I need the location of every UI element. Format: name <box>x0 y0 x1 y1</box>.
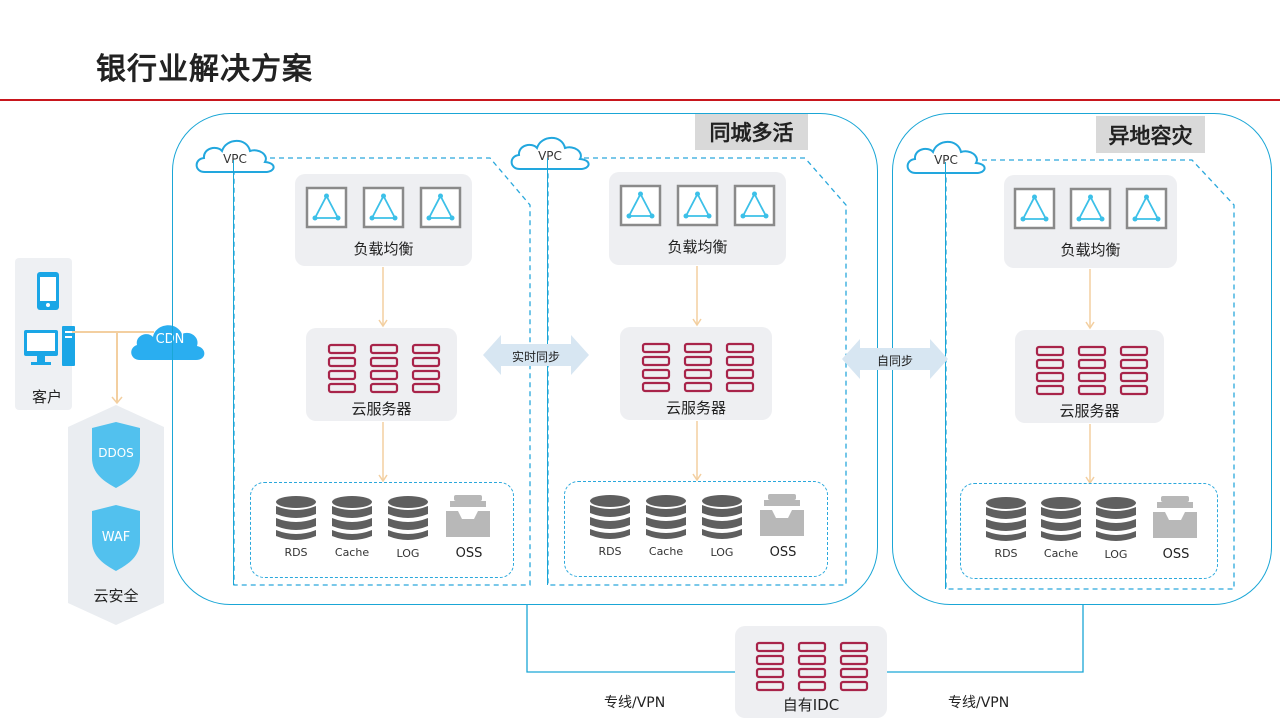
client-panel: 客户 <box>15 258 75 410</box>
vpc-label-2: VPC <box>538 149 562 163</box>
vpc-label-3: VPC <box>934 153 958 167</box>
cache-database-icon <box>1041 497 1081 541</box>
log-label: LOG <box>710 546 734 559</box>
rds-database-icon <box>590 495 630 539</box>
ddos-label: DDOS <box>98 446 134 460</box>
load-balancer-box: 负载均衡 <box>1004 175 1177 268</box>
server-rack-icon <box>755 641 869 692</box>
rds-database-icon <box>986 497 1026 541</box>
idc-box: 自有IDC <box>735 626 887 718</box>
client-label: 客户 <box>31 388 62 406</box>
load-balancer-icon <box>362 186 405 229</box>
cloud-server-label: 云服务器 <box>351 400 412 418</box>
vpc-cloud-icon <box>195 139 275 173</box>
load-balancer-box: 负载均衡 <box>609 172 786 265</box>
ddos-shield-icon <box>92 422 140 488</box>
rds-label: RDS <box>284 546 308 559</box>
vpc-connector <box>547 158 549 585</box>
oss-label: OSS <box>769 545 797 560</box>
dedicated-line-label-right: 专线/VPN <box>948 695 1010 711</box>
cdn-cloud-icon <box>131 325 205 360</box>
cdn-label: CDN <box>155 332 185 347</box>
self-sync-label: 自同步 <box>876 354 913 368</box>
oss-label: OSS <box>455 546 483 561</box>
vpc-cloud-icon <box>510 136 590 170</box>
cloud-server-label: 云服务器 <box>665 399 726 417</box>
active-active-tag: 同城多活 <box>695 114 808 150</box>
client-cdn-connector <box>72 331 154 333</box>
cache-label: Cache <box>1043 547 1079 560</box>
load-balancer-label: 负载均衡 <box>1060 241 1121 259</box>
self-sync-arrow-icon <box>842 339 948 379</box>
cache-database-icon <box>332 496 372 540</box>
cloud-server-box: 云服务器 <box>306 328 457 421</box>
cloud-server-box: 云服务器 <box>620 327 772 420</box>
oss-storage-icon <box>1153 496 1197 538</box>
idc-label: 自有IDC <box>782 696 840 714</box>
vpc-connector <box>945 162 947 589</box>
load-balancer-icon <box>1125 187 1168 230</box>
load-balancer-box: 负载均衡 <box>295 174 472 266</box>
server-rack-icon <box>1035 345 1149 396</box>
vpc-connector <box>233 160 235 585</box>
load-balancer-icon <box>1013 187 1056 230</box>
oss-storage-icon <box>446 495 490 537</box>
security-label: 云安全 <box>93 587 139 605</box>
log-label: LOG <box>396 547 420 560</box>
server-rack-icon <box>327 343 441 394</box>
title-divider <box>0 99 1280 101</box>
load-balancer-icon <box>619 184 662 227</box>
dedicated-line-label-left: 专线/VPN <box>604 695 666 711</box>
mobile-phone-icon <box>37 272 59 310</box>
load-balancer-icon <box>733 184 776 227</box>
storage-box: RDS Cache LOG OSS <box>960 483 1218 579</box>
load-balancer-icon <box>1069 187 1112 230</box>
server-rack-icon <box>641 342 755 393</box>
disaster-recovery-tag: 异地容灾 <box>1096 116 1205 153</box>
page-title: 银行业解决方案 <box>96 52 313 87</box>
desktop-computer-icon <box>24 326 75 366</box>
storage-box: RDS Cache LOG OSS <box>564 481 828 577</box>
storage-box: RDS Cache LOG OSS <box>250 482 514 578</box>
vpc-label-1: VPC <box>223 152 247 166</box>
client-security-connector <box>116 332 118 402</box>
realtime-sync-arrow-icon <box>483 335 589 375</box>
cache-database-icon <box>646 495 686 539</box>
cloud-server-label: 云服务器 <box>1059 402 1120 420</box>
cache-label: Cache <box>334 546 370 559</box>
log-database-icon <box>1096 497 1136 541</box>
log-database-icon <box>388 496 428 540</box>
load-balancer-icon <box>676 184 719 227</box>
cloud-server-box: 云服务器 <box>1015 330 1164 423</box>
vpc-cloud-icon <box>906 140 986 174</box>
realtime-sync-label: 实时同步 <box>511 350 560 364</box>
load-balancer-label: 负载均衡 <box>667 238 728 256</box>
waf-label: WAF <box>101 530 131 545</box>
log-database-icon <box>702 495 742 539</box>
rds-database-icon <box>276 496 316 540</box>
log-label: LOG <box>1104 548 1128 561</box>
oss-label: OSS <box>1162 547 1190 562</box>
load-balancer-icon <box>419 186 462 229</box>
rds-label: RDS <box>598 545 622 558</box>
waf-shield-icon <box>92 505 140 571</box>
oss-storage-icon <box>760 494 804 536</box>
load-balancer-icon <box>305 186 348 229</box>
rds-label: RDS <box>994 547 1018 560</box>
cache-label: Cache <box>648 545 684 558</box>
down-arrow-icon <box>111 396 123 405</box>
load-balancer-label: 负载均衡 <box>353 240 414 258</box>
